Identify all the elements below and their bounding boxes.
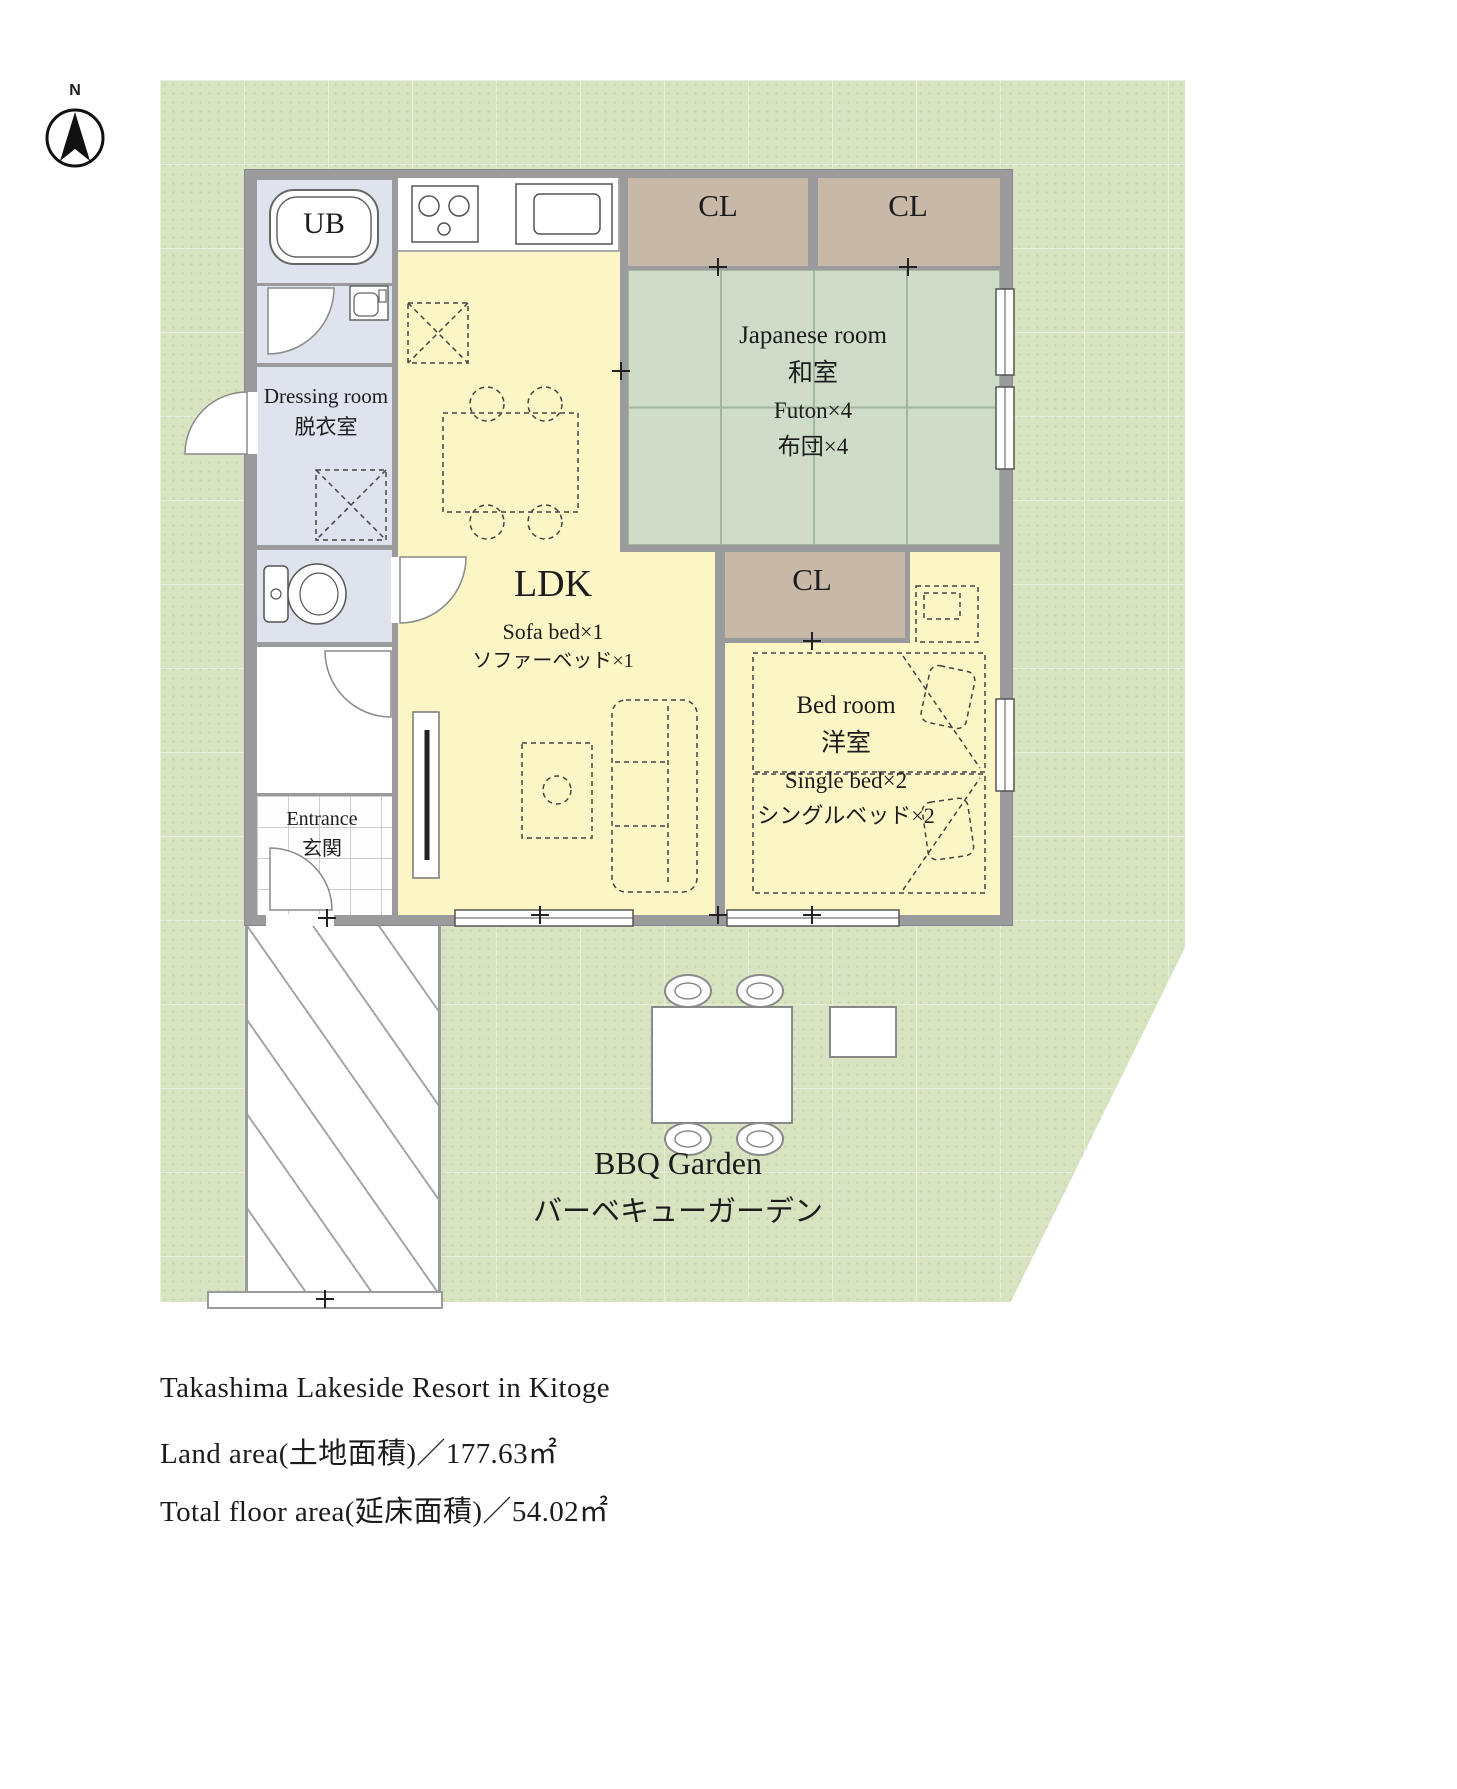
compass-icon xyxy=(45,108,105,168)
room-toilet xyxy=(257,550,392,642)
room-hall xyxy=(257,647,392,793)
land-area-text: Land area(土地面積)／177.63㎡ xyxy=(160,1438,558,1470)
garden-label-ja: バーベキューガーデン xyxy=(532,1196,824,1228)
room-washroom xyxy=(257,286,392,363)
japanese-room-furniture-ja: 布団×4 xyxy=(777,434,849,459)
japanese-room-label-ja: 和室 xyxy=(787,360,839,387)
room-japanese xyxy=(628,270,1000,545)
japanese-room-furniture-en: Futon×4 xyxy=(773,398,853,423)
bedroom-label-ja: 洋室 xyxy=(820,730,872,757)
compass-north-label: N xyxy=(69,82,81,99)
closet-top-left-label: CL xyxy=(698,188,738,223)
bedroom-label-en: Bed room xyxy=(796,692,896,719)
garden-label-en: BBQ Garden xyxy=(594,1145,762,1181)
entrance-label-en: Entrance xyxy=(286,808,358,830)
kitchen-counter xyxy=(398,178,620,252)
room-ldk-main xyxy=(398,178,620,915)
driveway xyxy=(245,925,441,1302)
ldk-furniture-ja: ソファーベッド×1 xyxy=(472,650,634,672)
dressing-room-label-ja: 脱衣室 xyxy=(294,415,358,439)
room-closet-bedroom xyxy=(725,552,905,638)
bedroom-furniture-ja: シングルベッド×2 xyxy=(757,803,935,828)
dressing-room-label-en: Dressing room xyxy=(263,384,389,408)
closet-bedroom-label: CL xyxy=(792,562,832,597)
bedroom-furniture-en: Single bed×2 xyxy=(784,768,908,793)
total-floor-area-text: Total floor area(延床面積)／54.02㎡ xyxy=(160,1496,609,1528)
room-closet-top-right xyxy=(818,178,1000,266)
japanese-room-label-en: Japanese room xyxy=(739,322,887,349)
room-closet-top-left xyxy=(628,178,808,266)
room-bedroom-nook xyxy=(910,552,1000,643)
entrance-label-ja: 玄関 xyxy=(302,838,342,860)
unit-bath-label: UB xyxy=(303,207,345,240)
closet-top-right-label: CL xyxy=(888,188,928,223)
ldk-title: LDK xyxy=(513,563,593,605)
ldk-furniture-en: Sofa bed×1 xyxy=(502,619,604,644)
resort-name: Takashima Lakeside Resort in Kitoge xyxy=(160,1372,611,1404)
room-ldk-extension xyxy=(620,552,715,915)
